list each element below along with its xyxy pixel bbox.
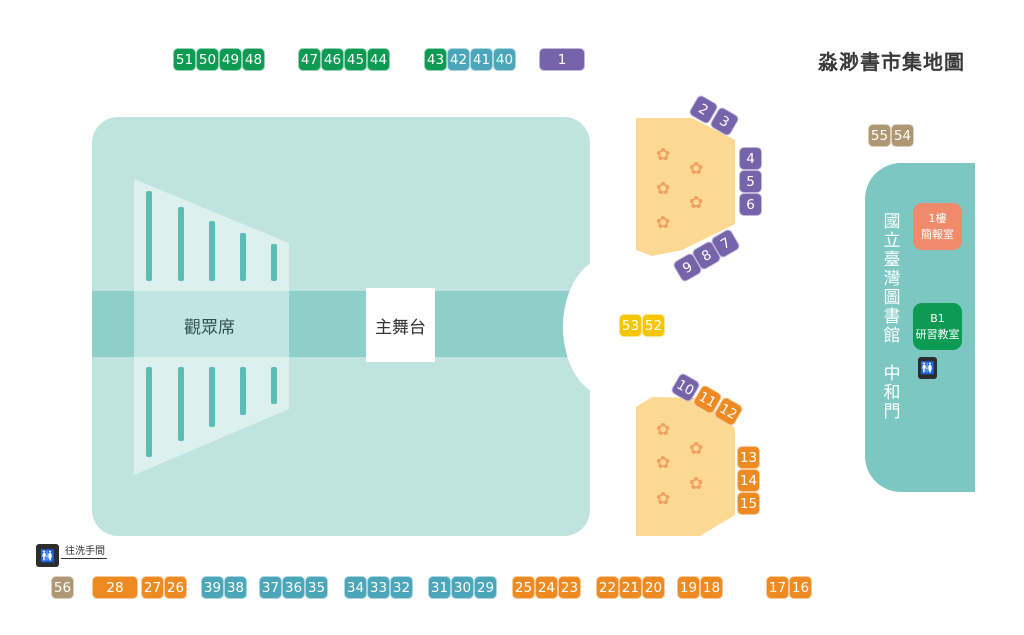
booth-41[interactable]: 41 [470, 48, 493, 71]
booth-17[interactable]: 17 [766, 576, 789, 599]
booth-39[interactable]: 39 [201, 576, 224, 599]
booth-46[interactable]: 46 [321, 48, 344, 71]
booth-48[interactable]: 48 [242, 48, 265, 71]
booth-14[interactable]: 14 [737, 469, 760, 492]
booth-28[interactable]: 28 [92, 576, 138, 599]
restroom-direction-label: 往洗手間 [61, 542, 107, 559]
booth-33[interactable]: 33 [367, 576, 390, 599]
booth-36[interactable]: 36 [282, 576, 305, 599]
booth-50[interactable]: 50 [196, 48, 219, 71]
booth-20[interactable]: 20 [642, 576, 665, 599]
booth-16[interactable]: 16 [789, 576, 812, 599]
booth-30[interactable]: 30 [451, 576, 474, 599]
main-hall: 觀眾席 主舞台 [92, 117, 590, 536]
booth-18[interactable]: 18 [700, 576, 723, 599]
audience-seating [134, 179, 289, 475]
booth-21[interactable]: 21 [619, 576, 642, 599]
booth-27[interactable]: 27 [141, 576, 164, 599]
library-name: 國立臺灣圖書館中和門 [883, 212, 901, 422]
booth-55[interactable]: 55 [868, 124, 891, 147]
booth-4[interactable]: 4 [739, 147, 762, 170]
booth-34[interactable]: 34 [344, 576, 367, 599]
booth-56[interactable]: 56 [51, 576, 74, 599]
booth-25[interactable]: 25 [512, 576, 535, 599]
booth-5[interactable]: 5 [739, 170, 762, 193]
booth-31[interactable]: 31 [428, 576, 451, 599]
restroom-icon: 🚻 [918, 357, 937, 379]
booth-22[interactable]: 22 [596, 576, 619, 599]
booth-49[interactable]: 49 [219, 48, 242, 71]
seat-rows [92, 117, 590, 536]
booth-53[interactable]: 53 [619, 314, 642, 337]
booth-37[interactable]: 37 [259, 576, 282, 599]
booth-29[interactable]: 29 [474, 576, 497, 599]
booth-40[interactable]: 40 [493, 48, 516, 71]
booth-23[interactable]: 23 [558, 576, 581, 599]
booth-15[interactable]: 15 [737, 492, 760, 515]
booth-38[interactable]: 38 [224, 576, 247, 599]
restroom-icon: 🚻 [36, 544, 59, 567]
booth-13[interactable]: 13 [737, 446, 760, 469]
booth-47[interactable]: 47 [298, 48, 321, 71]
lower-booth-area [636, 397, 735, 536]
audience-label: 觀眾席 [184, 318, 235, 338]
booth-35[interactable]: 35 [305, 576, 328, 599]
booth-19[interactable]: 19 [677, 576, 700, 599]
booth-6[interactable]: 6 [739, 193, 762, 216]
booth-44[interactable]: 44 [367, 48, 390, 71]
library-gate: 中和門 [883, 364, 901, 422]
upper-booth-area [636, 118, 735, 256]
map-title: 淼渺書市集地圖 [818, 50, 965, 74]
booth-54[interactable]: 54 [891, 124, 914, 147]
booth-52[interactable]: 52 [642, 314, 665, 337]
booth-51[interactable]: 51 [173, 48, 196, 71]
booth-26[interactable]: 26 [164, 576, 187, 599]
booth-32[interactable]: 32 [390, 576, 413, 599]
booth-24[interactable]: 24 [535, 576, 558, 599]
booth-43[interactable]: 43 [424, 48, 447, 71]
briefing-room[interactable]: 1樓簡報室 [913, 203, 962, 250]
booth-42[interactable]: 42 [447, 48, 470, 71]
booth-areas [636, 118, 735, 536]
booth-45[interactable]: 45 [344, 48, 367, 71]
main-stage: 主舞台 [366, 288, 435, 362]
center-aisle [92, 291, 590, 357]
booth-1[interactable]: 1 [539, 48, 585, 71]
